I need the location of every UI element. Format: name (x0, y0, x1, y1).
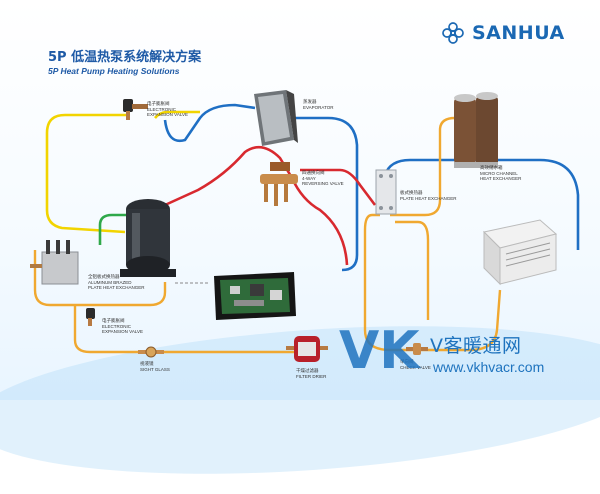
yellow-pipe-2 (154, 110, 200, 119)
background (0, 0, 600, 400)
watermark-text: V客暖通网 (430, 335, 522, 357)
filter-drier-icon (286, 336, 328, 362)
watermark-logo: VK (339, 324, 421, 374)
watermark-letters: VK (339, 324, 421, 374)
green-pipe (98, 213, 130, 245)
water-tank-icon (454, 92, 498, 168)
brazed-plate-hx-icon (30, 240, 79, 285)
blue-pipe-top (163, 103, 256, 143)
filter-drier-label: 干燥过滤器 FILTER DRIER (296, 368, 327, 379)
fan-coil-icon (482, 219, 558, 286)
orange-pipe-tank (390, 116, 456, 217)
orange-pipe-left (33, 250, 167, 307)
check-valve-icon (406, 343, 428, 355)
yellow-pipe (45, 113, 130, 234)
orange-pipe-plate (363, 213, 502, 352)
water-tank-label: 高效储水箱 MICRO CHANNEL HEAT EXCHANGER (480, 165, 522, 181)
blue-pipe-right (383, 158, 580, 250)
exp-valve-label: 电子膨胀阀 ELECTRONIC EXPANSION VALVE (102, 318, 144, 334)
four-way-valve-icon (260, 162, 298, 206)
plate-hx-icon (375, 169, 397, 215)
blue-pipe-evap (295, 116, 359, 272)
sight-glass-label: 视液镜 SIGHT GLASS (140, 361, 170, 372)
orange-pipe-right (395, 220, 430, 320)
page-title-en: 5P Heat Pump Heating Solutions (48, 66, 180, 76)
four-way-valve-label: 四通换向阀 4-WAY REVERSING VALVE (302, 170, 344, 186)
compressor-icon (120, 199, 176, 277)
brand-logo: SANHUA (440, 20, 565, 46)
check-valve-label: 单向阀 CHECK VALVE (400, 359, 431, 370)
watermark-url: www.vkhvacr.com (433, 359, 545, 375)
controller-board-icon (214, 272, 296, 320)
exp-valve-icon (86, 308, 95, 326)
brazed-plate-hx-label: 全铝板式换热器 ALUMINUM BRAZED PLATE HEAT EXCHA… (88, 274, 145, 290)
sanhua-logo-icon (442, 22, 464, 44)
page-title-cn: 5P 低温热泵系统解决方案 (48, 50, 202, 65)
sight-glass-icon (138, 346, 164, 358)
plate-hx-label: 板式换热器 PLATE HEAT EXCHANGER (400, 190, 457, 201)
brand-name: SANHUA (472, 22, 565, 44)
evi-valve-label: 电子膨胀阀 ELECTRONIC EXPANSION VALVE (147, 101, 189, 117)
evi-valve-icon (123, 99, 148, 120)
red-pipe-2 (300, 168, 377, 206)
evaporator-label: 蒸发器 EVAPORATOR (303, 99, 334, 110)
orange-pipe-bottom (73, 305, 320, 354)
evaporator-icon (254, 90, 298, 146)
